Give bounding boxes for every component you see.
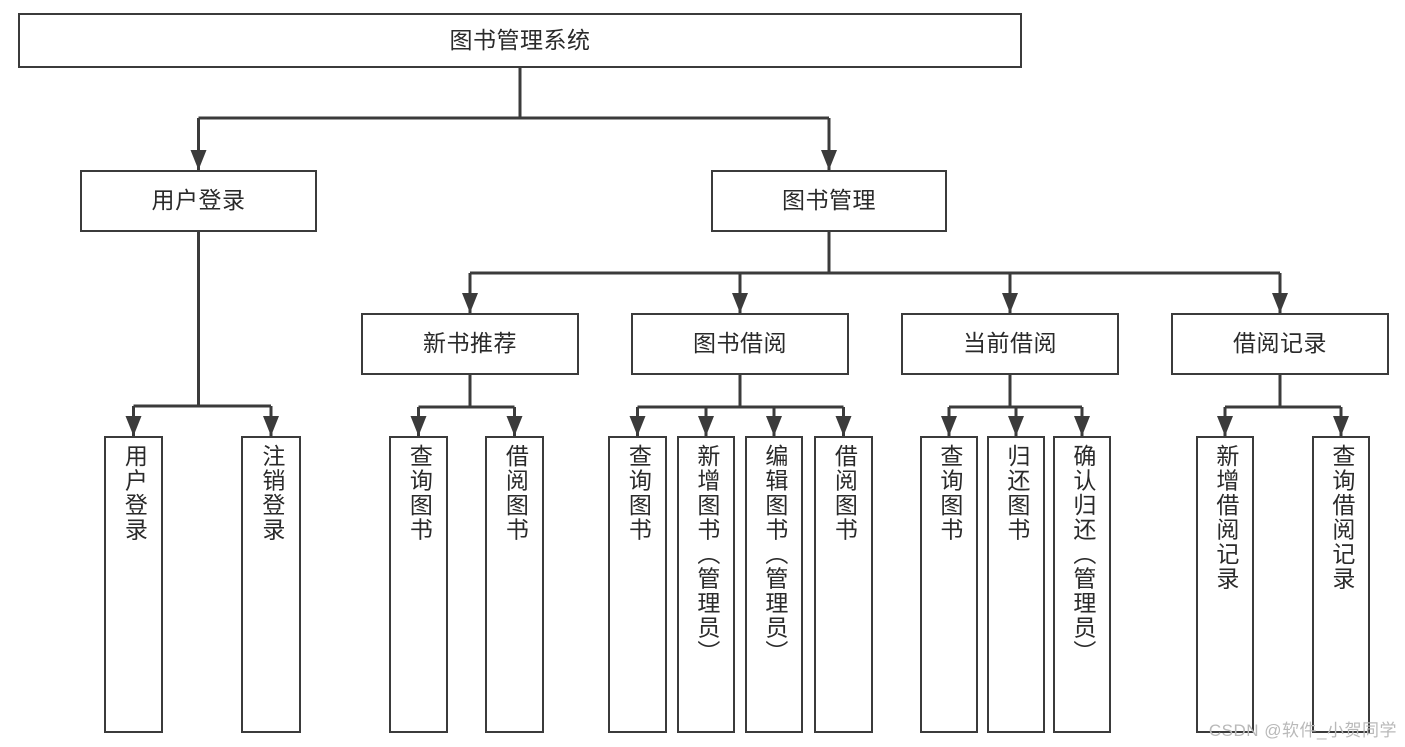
leaf-add-record[interactable]: 新增借阅记录: [1196, 436, 1254, 733]
node-borrow-record[interactable]: 借阅记录: [1171, 313, 1389, 375]
node-new-book-recommend[interactable]: 新书推荐: [361, 313, 579, 375]
node-user-login-label: 用户登录: [151, 187, 246, 214]
leaf-add-record-label: 新增借阅记录: [1212, 444, 1239, 591]
leaf-return-book[interactable]: 归还图书: [987, 436, 1045, 733]
leaf-logout-label: 注销登录: [258, 444, 285, 542]
leaf-add-book-label: 新增图书（管理员）: [693, 444, 720, 665]
leaf-query-book-2[interactable]: 查询图书: [608, 436, 667, 733]
leaf-query-book-3[interactable]: 查询图书: [920, 436, 978, 733]
leaf-query-record[interactable]: 查询借阅记录: [1312, 436, 1370, 733]
leaf-edit-book[interactable]: 编辑图书（管理员）: [745, 436, 803, 733]
node-book-borrow[interactable]: 图书借阅: [631, 313, 849, 375]
node-borrow-record-label: 借阅记录: [1233, 330, 1327, 357]
leaf-query-book-1[interactable]: 查询图书: [389, 436, 448, 733]
node-root-label: 图书管理系统: [449, 26, 591, 53]
node-book-manage[interactable]: 图书管理: [711, 170, 947, 232]
leaf-confirm-return-label: 确认归还（管理员）: [1069, 444, 1096, 665]
leaf-confirm-return[interactable]: 确认归还（管理员）: [1053, 436, 1111, 733]
leaf-edit-book-label: 编辑图书（管理员）: [761, 444, 788, 665]
leaf-query-record-label: 查询借阅记录: [1328, 444, 1355, 591]
node-new-book-recommend-label: 新书推荐: [423, 330, 517, 357]
leaf-query-book-3-label: 查询图书: [936, 444, 963, 542]
leaf-borrow-book-1[interactable]: 借阅图书: [485, 436, 544, 733]
leaf-borrow-book-2[interactable]: 借阅图书: [814, 436, 873, 733]
watermark-text: CSDN @软件_小贺同学: [1208, 721, 1397, 740]
node-current-borrow[interactable]: 当前借阅: [901, 313, 1119, 375]
node-root[interactable]: 图书管理系统: [18, 13, 1022, 68]
leaf-return-book-label: 归还图书: [1003, 444, 1030, 542]
leaf-user-login[interactable]: 用户登录: [104, 436, 163, 733]
leaf-query-book-2-label: 查询图书: [625, 444, 652, 542]
leaf-logout[interactable]: 注销登录: [241, 436, 301, 733]
leaf-borrow-book-1-label: 借阅图书: [502, 444, 529, 542]
leaf-user-login-label: 用户登录: [121, 444, 148, 542]
node-book-manage-label: 图书管理: [782, 187, 876, 214]
leaf-borrow-book-2-label: 借阅图书: [831, 444, 858, 542]
leaf-query-book-1-label: 查询图书: [406, 444, 433, 542]
node-current-borrow-label: 当前借阅: [963, 330, 1057, 357]
leaf-add-book[interactable]: 新增图书（管理员）: [677, 436, 735, 733]
node-book-borrow-label: 图书借阅: [693, 330, 787, 357]
node-user-login[interactable]: 用户登录: [80, 170, 317, 232]
